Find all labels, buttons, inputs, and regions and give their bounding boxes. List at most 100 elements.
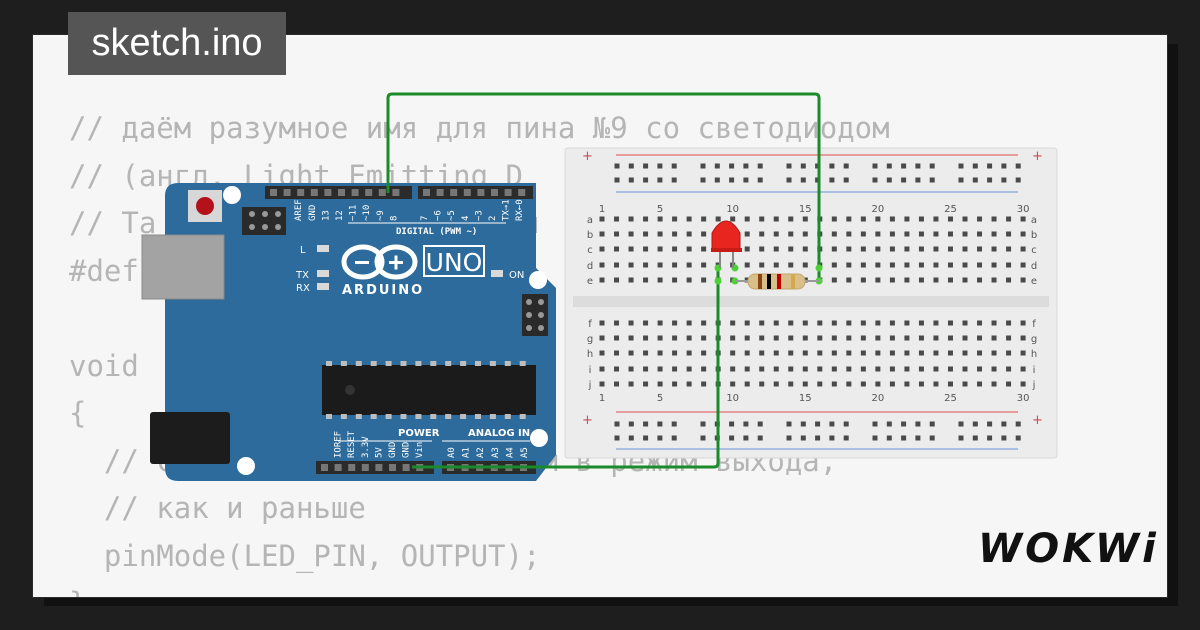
- rail-hole[interactable]: [829, 421, 835, 427]
- breadboard-hole[interactable]: [744, 246, 750, 252]
- breadboard-hole[interactable]: [759, 231, 765, 237]
- breadboard-hole[interactable]: [1006, 216, 1012, 222]
- rail-hole[interactable]: [987, 435, 993, 441]
- breadboard-hole[interactable]: [715, 216, 721, 222]
- breadboard-hole[interactable]: [889, 216, 895, 222]
- breadboard-hole[interactable]: [599, 216, 605, 222]
- rail-hole[interactable]: [815, 435, 821, 441]
- rail-hole[interactable]: [700, 421, 706, 427]
- breadboard-hole[interactable]: [802, 320, 808, 326]
- rail-hole[interactable]: [843, 177, 849, 183]
- code-line[interactable]: #def: [69, 253, 139, 288]
- code-line[interactable]: pinMode(LED_PIN, OUTPUT);: [69, 538, 541, 573]
- rail-hole[interactable]: [1015, 435, 1021, 441]
- breadboard-hole[interactable]: [991, 262, 997, 268]
- breadboard-hole[interactable]: [744, 381, 750, 387]
- breadboard-hole[interactable]: [744, 231, 750, 237]
- breadboard-hole[interactable]: [730, 320, 736, 326]
- breadboard-hole[interactable]: [686, 320, 692, 326]
- rail-hole[interactable]: [757, 421, 763, 427]
- rail-hole[interactable]: [671, 177, 677, 183]
- breadboard-hole[interactable]: [614, 231, 620, 237]
- breadboard-hole[interactable]: [831, 350, 837, 356]
- breadboard-hole[interactable]: [599, 262, 605, 268]
- breadboard-hole[interactable]: [599, 277, 605, 283]
- breadboard-hole[interactable]: [773, 231, 779, 237]
- breadboard-hole[interactable]: [628, 231, 634, 237]
- header-pin[interactable]: [450, 189, 458, 196]
- breadboard-hole[interactable]: [657, 320, 663, 326]
- breadboard-hole[interactable]: [831, 335, 837, 341]
- breadboard-hole[interactable]: [977, 231, 983, 237]
- breadboard-hole[interactable]: [933, 320, 939, 326]
- breadboard-hole[interactable]: [933, 277, 939, 283]
- header-pin[interactable]: [361, 464, 369, 471]
- breadboard-hole[interactable]: [802, 216, 808, 222]
- header-pin[interactable]: [348, 464, 356, 471]
- breadboard-hole[interactable]: [599, 335, 605, 341]
- breadboard-hole[interactable]: [889, 335, 895, 341]
- breadboard-hole[interactable]: [918, 262, 924, 268]
- breadboard-hole[interactable]: [614, 246, 620, 252]
- breadboard-hole[interactable]: [672, 350, 678, 356]
- rail-hole[interactable]: [729, 177, 735, 183]
- rail-hole[interactable]: [1015, 421, 1021, 427]
- rail-hole[interactable]: [628, 435, 634, 441]
- rail-hole[interactable]: [700, 177, 706, 183]
- breadboard-hole[interactable]: [614, 350, 620, 356]
- header-pin[interactable]: [504, 189, 512, 196]
- breadboard-hole[interactable]: [628, 246, 634, 252]
- breadboard-hole[interactable]: [1006, 320, 1012, 326]
- rail-hole[interactable]: [1001, 435, 1007, 441]
- rail-hole[interactable]: [700, 435, 706, 441]
- breadboard-hole[interactable]: [962, 231, 968, 237]
- breadboard-hole[interactable]: [744, 216, 750, 222]
- header-pin[interactable]: [338, 189, 345, 196]
- breadboard-hole[interactable]: [904, 381, 910, 387]
- breadboard-hole[interactable]: [614, 277, 620, 283]
- breadboard-hole[interactable]: [918, 335, 924, 341]
- breadboard-hole[interactable]: [875, 366, 881, 372]
- breadboard-hole[interactable]: [991, 366, 997, 372]
- breadboard-hole[interactable]: [628, 366, 634, 372]
- rail-hole[interactable]: [800, 177, 806, 183]
- rail-hole[interactable]: [872, 435, 878, 441]
- breadboard-hole[interactable]: [889, 350, 895, 356]
- breadboard-hole[interactable]: [657, 335, 663, 341]
- rail-hole[interactable]: [843, 421, 849, 427]
- breadboard-hole[interactable]: [657, 366, 663, 372]
- breadboard-hole[interactable]: [947, 320, 953, 326]
- breadboard-hole[interactable]: [962, 216, 968, 222]
- breadboard-hole[interactable]: [643, 231, 649, 237]
- breadboard-hole[interactable]: [962, 320, 968, 326]
- breadboard-hole[interactable]: [977, 335, 983, 341]
- rail-hole[interactable]: [657, 177, 663, 183]
- breadboard-hole[interactable]: [860, 350, 866, 356]
- breadboard-hole[interactable]: [889, 277, 895, 283]
- breadboard-hole[interactable]: [802, 335, 808, 341]
- breadboard-hole[interactable]: [759, 320, 765, 326]
- breadboard-hole[interactable]: [614, 335, 620, 341]
- breadboard-hole[interactable]: [933, 216, 939, 222]
- breadboard-hole[interactable]: [773, 262, 779, 268]
- rail-hole[interactable]: [714, 177, 720, 183]
- breadboard-hole[interactable]: [831, 231, 837, 237]
- breadboard-hole[interactable]: [933, 350, 939, 356]
- breadboard-hole[interactable]: [686, 335, 692, 341]
- breadboard-hole[interactable]: [875, 216, 881, 222]
- rail-hole[interactable]: [815, 421, 821, 427]
- rail-hole[interactable]: [886, 177, 892, 183]
- breadboard-hole[interactable]: [1020, 335, 1026, 341]
- breadboard-hole[interactable]: [1020, 366, 1026, 372]
- breadboard-hole[interactable]: [1020, 320, 1026, 326]
- code-line[interactable]: {: [69, 396, 87, 430]
- breadboard-hole[interactable]: [918, 350, 924, 356]
- rail-hole[interactable]: [929, 163, 935, 169]
- breadboard-hole[interactable]: [918, 246, 924, 252]
- breadboard-hole[interactable]: [628, 320, 634, 326]
- breadboard-hole[interactable]: [991, 231, 997, 237]
- rail-hole[interactable]: [800, 435, 806, 441]
- breadboard-hole[interactable]: [672, 231, 678, 237]
- breadboard-hole[interactable]: [947, 366, 953, 372]
- breadboard-hole[interactable]: [962, 381, 968, 387]
